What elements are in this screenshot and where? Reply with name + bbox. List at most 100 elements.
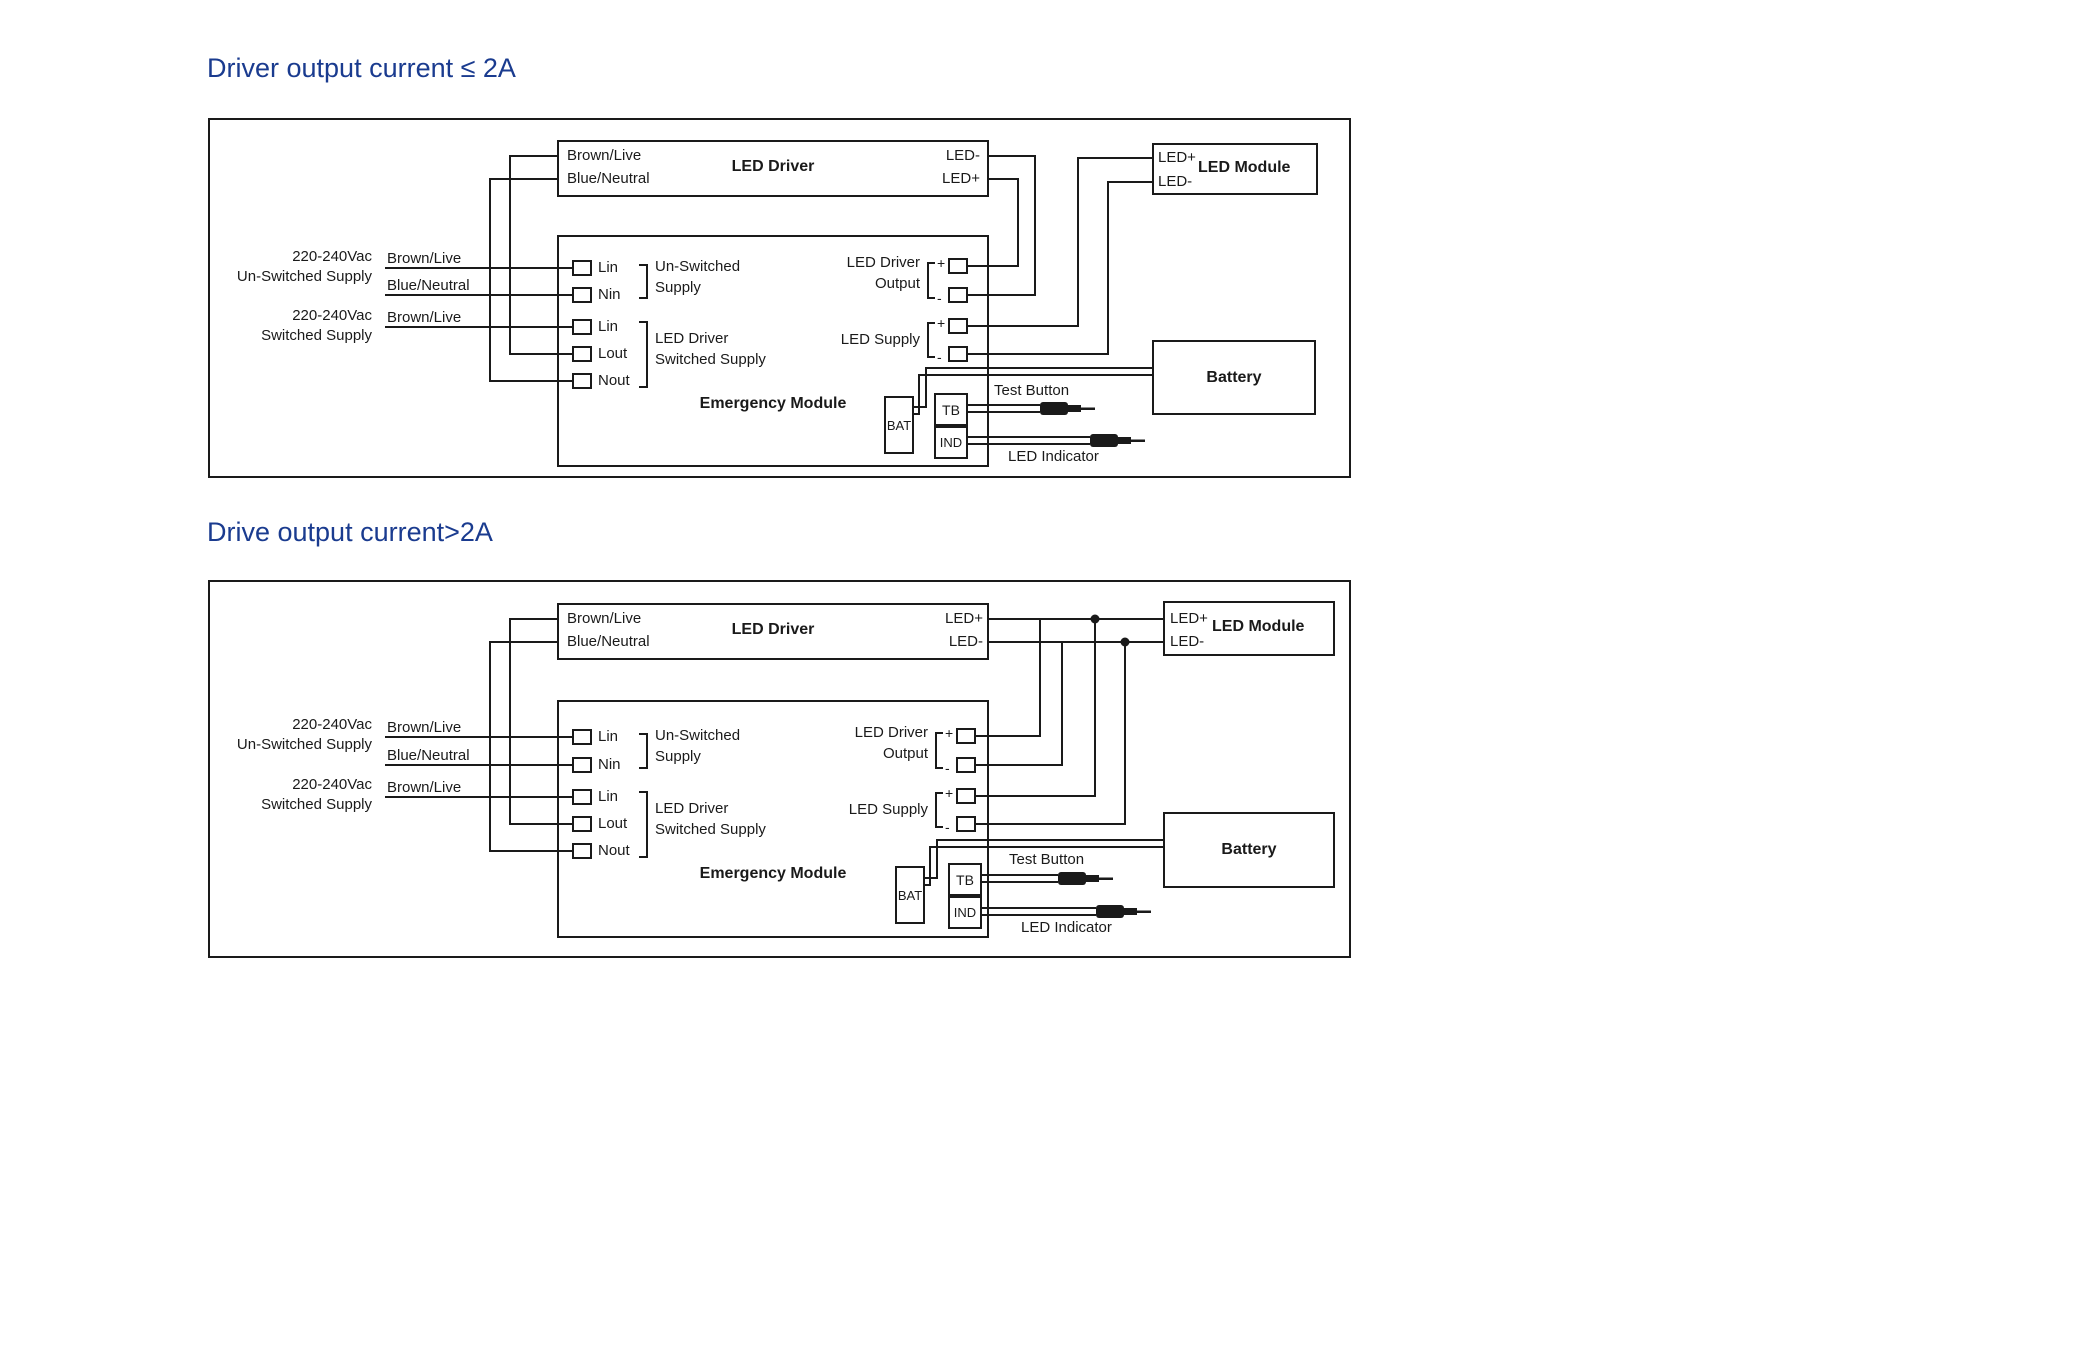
d1-switched-group-label-2: Switched Supply — [655, 351, 766, 368]
d1-supply-plus-sign: + — [937, 315, 946, 331]
d2-terminal-lin1 — [572, 729, 592, 745]
d2-bracket-led-supply — [935, 792, 943, 828]
d1-wire-driver-neutral-loop — [489, 178, 572, 382]
d2-emergency-module-label: Emergency Module — [699, 865, 847, 882]
d2-wire-output-plus-tap — [976, 619, 1041, 737]
d1-test-button-label: Test Button — [994, 382, 1070, 399]
d1-led-indicator-label: LED Indicator — [1008, 448, 1099, 465]
diagram2-title: Drive output current>2A — [207, 517, 493, 547]
d2-mains-switched-line2: Switched Supply — [261, 796, 372, 813]
d1-wire-supply-plus-to-module — [968, 157, 1152, 327]
d1-output-minus-terminal — [948, 287, 968, 303]
d2-led-indicator-plug-tail-icon — [1137, 910, 1151, 913]
d2-terminal-lin1-label: Lin — [598, 728, 619, 745]
d1-wire-supply-minus-to-module — [968, 181, 1152, 355]
diagram1-frame — [208, 118, 1351, 478]
d2-output-plus-sign: + — [945, 725, 954, 741]
d1-led-module-minus-label: LED- — [1158, 173, 1193, 190]
d2-wire-battery-b — [925, 846, 1163, 886]
d2-led-module-box — [1163, 601, 1335, 656]
d1-bracket-led-supply — [927, 322, 935, 358]
d1-led-module-label: LED Module — [1198, 159, 1291, 176]
d1-bat-box: BAT — [884, 396, 914, 454]
d1-terminal-nout-label: Nout — [598, 372, 630, 389]
d1-led-indicator-plug-icon — [1090, 434, 1118, 447]
d2-tb-box: TB — [948, 863, 982, 896]
d1-supply-minus-sign: - — [937, 349, 942, 365]
d2-mains-switched-line1: 220-240Vac — [292, 776, 372, 793]
d2-junction-dot-minus — [1120, 637, 1130, 647]
d1-driver-output-top-label: LED- — [945, 147, 980, 164]
d1-mains-unswitched-line1: 220-240Vac — [292, 248, 372, 265]
d1-led-indicator-plug-tip-icon — [1118, 437, 1131, 444]
d1-led-module-plus-label: LED+ — [1158, 149, 1196, 166]
d2-supply-minus-terminal — [956, 816, 976, 832]
d2-terminal-nout — [572, 843, 592, 859]
d1-supply-plus-terminal — [948, 318, 968, 334]
d1-test-button-plug-tail-icon — [1081, 407, 1095, 410]
d2-driver-output-top-label: LED+ — [945, 610, 983, 627]
d1-led-driver-label: LED Driver — [731, 158, 815, 175]
d1-tb-box: TB — [934, 393, 968, 426]
d2-unswitched-group-label-1: Un-Switched — [655, 727, 741, 744]
d1-mains-unswitched-live-label: Brown/Live — [387, 250, 462, 267]
d2-bracket-switched — [639, 791, 648, 858]
d2-test-button-label: Test Button — [1009, 851, 1085, 868]
d2-bracket-output — [935, 732, 943, 769]
d1-terminal-nout — [572, 373, 592, 389]
d1-driver-output-group-label-2: Output — [874, 275, 920, 292]
d2-led-driver-box — [557, 603, 989, 660]
d1-output-plus-terminal — [948, 258, 968, 274]
d2-supply-plus-sign: + — [945, 785, 954, 801]
d2-terminal-lin2 — [572, 789, 592, 805]
d1-mains-unswitched-neutral-label: Blue/Neutral — [387, 277, 470, 294]
d1-output-plus-sign: + — [937, 255, 946, 271]
d2-wire-driver-live-loop — [509, 618, 572, 825]
d2-led-indicator-plug-icon — [1096, 905, 1124, 918]
d2-terminal-lout-label: Lout — [598, 815, 628, 832]
d2-mains-switched-live-label: Brown/Live — [387, 779, 462, 796]
d1-wire-battery-b — [914, 374, 1152, 415]
d1-mains-unswitched-line2: Un-Switched Supply — [236, 268, 372, 285]
d1-terminal-lout — [572, 346, 592, 362]
d1-wire-driver-live-loop — [509, 155, 572, 355]
d2-output-minus-sign: - — [945, 760, 950, 776]
d1-wires — [385, 155, 1152, 445]
d1-emergency-module-label: Emergency Module — [699, 395, 847, 412]
d2-terminal-lin2-label: Lin — [598, 788, 619, 805]
d2-wires — [385, 618, 1163, 916]
d1-bracket-switched — [639, 321, 648, 388]
d1-terminal-nin — [572, 287, 592, 303]
d2-terminal-nin-label: Nin — [598, 756, 621, 773]
d1-led-indicator-plug-tail-icon — [1131, 439, 1145, 442]
d2-output-minus-terminal — [956, 757, 976, 773]
d2-driver-input-live-label: Brown/Live — [567, 610, 642, 627]
d2-mains-unswitched-line2: Un-Switched Supply — [236, 736, 372, 753]
d2-wire-output-minus-tap — [976, 642, 1063, 766]
d2-led-module-label: LED Module — [1212, 618, 1305, 635]
d2-mains-unswitched-neutral-label: Blue/Neutral — [387, 747, 470, 764]
d2-led-driver-label: LED Driver — [731, 621, 815, 638]
d1-driver-input-neutral-label: Blue/Neutral — [567, 170, 650, 187]
d2-test-button-plug-tail-icon — [1099, 877, 1113, 880]
d1-led-module-box — [1152, 143, 1318, 195]
d1-wire-ledplus-to-output — [968, 178, 1019, 267]
d2-emergency-module-box — [557, 700, 989, 938]
d2-driver-input-neutral-label: Blue/Neutral — [567, 633, 650, 650]
d1-emergency-module-box — [557, 235, 989, 467]
d1-driver-output-bottom-label: LED+ — [942, 170, 980, 187]
d2-switched-group-label-1: LED Driver — [655, 800, 729, 817]
d2-driver-output-group-label-2: Output — [882, 745, 928, 762]
d1-test-button-plug-tip-icon — [1068, 405, 1081, 412]
d2-led-indicator-plug-tip-icon — [1124, 908, 1137, 915]
d2-supply-minus-sign: - — [945, 819, 950, 835]
d1-mains-switched-line2: Switched Supply — [261, 327, 372, 344]
d2-supply-plus-terminal — [956, 788, 976, 804]
d2-junction-dot-plus — [1090, 614, 1100, 624]
d1-driver-input-live-label: Brown/Live — [567, 147, 642, 164]
d1-led-driver-box — [557, 140, 989, 197]
d2-led-module-plus-label: LED+ — [1170, 610, 1208, 627]
d2-test-button-plug-icon — [1058, 872, 1086, 885]
